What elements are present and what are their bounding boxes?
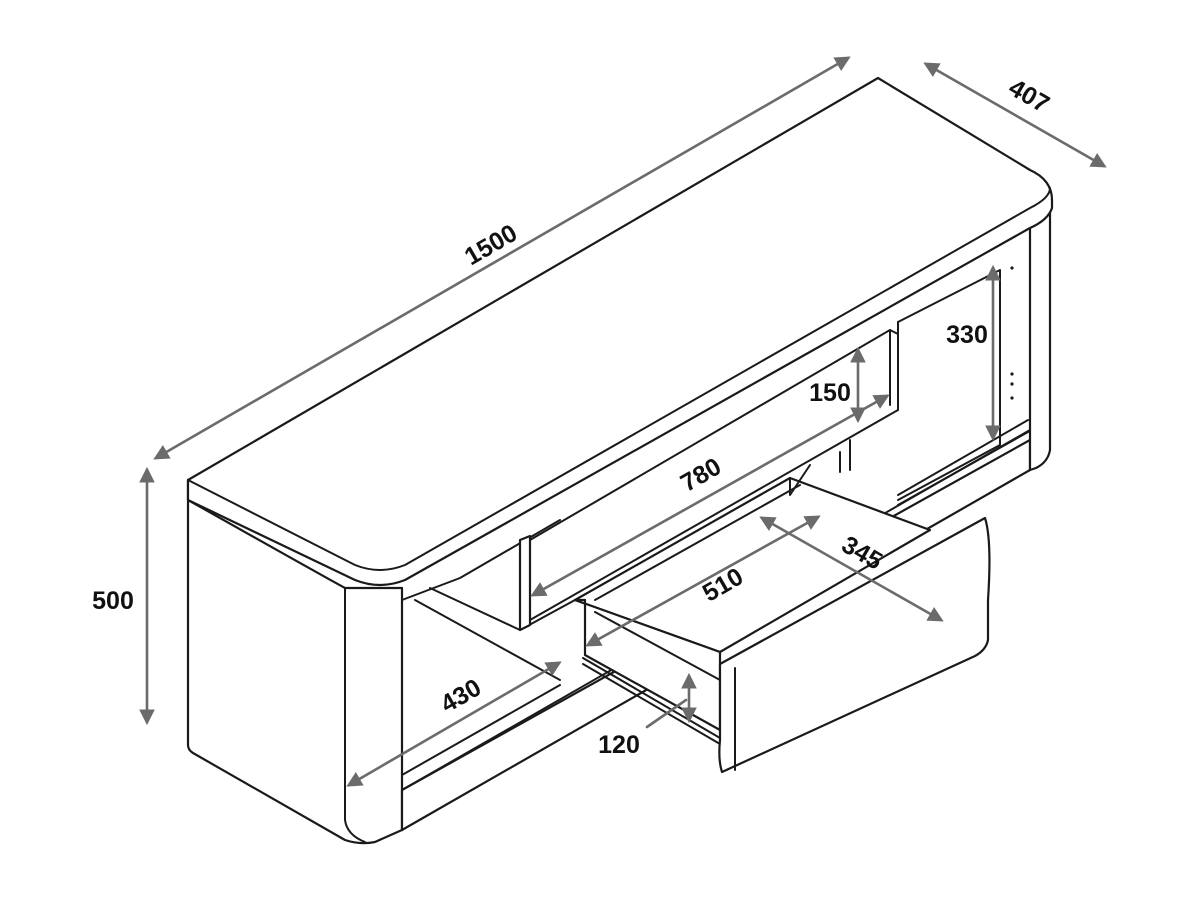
shelf-pin [1010, 372, 1014, 376]
label-drawer-height: 120 [598, 731, 640, 759]
left-panel-front-curve [344, 587, 366, 843]
label-compartment-height: 330 [946, 321, 988, 349]
shelf-pin [1010, 396, 1014, 400]
label-top-opening-height: 150 [809, 379, 851, 407]
right-compartment-shelf [897, 419, 1029, 506]
dim-leader-120 [645, 698, 688, 729]
dim-line-1500 [153, 56, 851, 460]
dim-line-430 [346, 661, 562, 787]
dim-line-510 [585, 515, 821, 647]
right-side-panel [1028, 206, 1052, 472]
dimension-lines [139, 56, 1107, 787]
upper-opening-divider [889, 321, 899, 411]
dim-line-407 [923, 62, 1107, 168]
shelf-pin [1010, 382, 1014, 386]
top-slab-front-edge [187, 187, 1051, 571]
left-compartment-floor [429, 587, 576, 631]
cabinet-body [186, 76, 1054, 845]
label-shelf-depth: 430 [436, 674, 486, 719]
centre-divider [518, 534, 532, 632]
label-height: 500 [92, 587, 134, 615]
shelf-pin [1010, 266, 1014, 270]
